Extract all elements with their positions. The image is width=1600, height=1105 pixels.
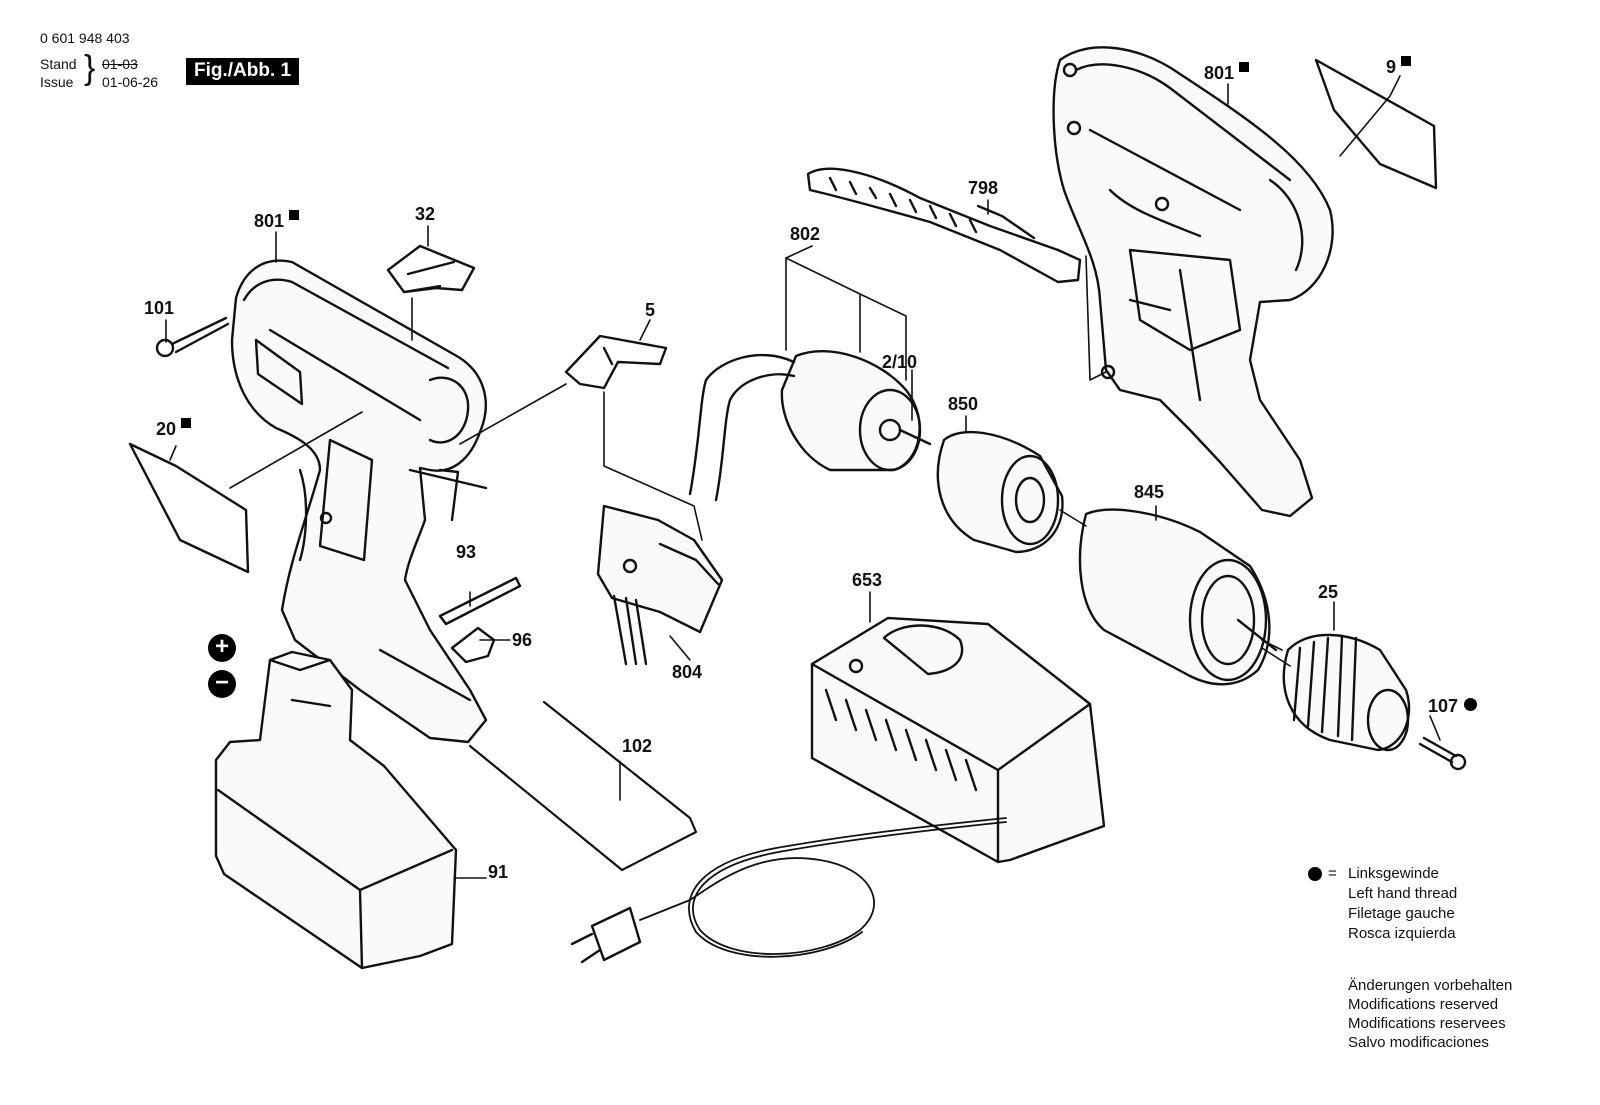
old-date: 01-03 (102, 56, 138, 72)
callout-850: 850 (948, 394, 979, 414)
callout-91: 91 (488, 862, 509, 882)
legend-line: Linksgewinde (1348, 865, 1439, 882)
clip-96 (450, 626, 496, 664)
plus-terminal-icon: + (208, 634, 236, 662)
nameplate-20 (128, 442, 250, 574)
left-hand-thread-legend: = Linksgewinde Left hand thread Filetage… (1308, 864, 1458, 944)
legend-line: Filetage gauche (1348, 905, 1455, 922)
square-marker-icon (181, 418, 192, 428)
callout-2-10: 2/10 (882, 352, 918, 372)
cap-32 (386, 244, 476, 294)
callout-102: 102 (622, 736, 653, 756)
nameplate-9 (1314, 58, 1438, 190)
screw-101 (155, 316, 230, 358)
belt-clip-798 (806, 167, 1082, 284)
callout-93: 93 (456, 542, 477, 562)
callout-32: 32 (415, 204, 436, 224)
notice-line: Salvo modificaciones (1348, 1034, 1489, 1051)
part-number: 0 601 948 403 (40, 30, 130, 46)
notice-line: Modifications reserved (1348, 996, 1499, 1013)
legend-line: Rosca izquierda (1348, 925, 1456, 942)
gearbox-845 (1078, 508, 1278, 686)
modifications-notice: Änderungen vorbehalten Modifications res… (1348, 976, 1512, 1052)
callout-804: 804 (672, 662, 703, 682)
brace-glyph: } (84, 49, 96, 87)
motor-802 (688, 349, 932, 502)
gear-housing-850 (936, 430, 1064, 554)
screw-107 (1418, 736, 1467, 771)
power-cord (639, 817, 1007, 958)
battery-91 (214, 650, 458, 970)
switch-804 (596, 504, 724, 666)
figure-tag: Fig./Abb. 1 (186, 58, 300, 85)
legend-line: Left hand thread (1348, 885, 1458, 902)
callout-9: 9 (1386, 56, 1412, 77)
callout-96: 96 (512, 630, 533, 650)
callout-5: 5 (645, 300, 656, 320)
callout-20: 20 (156, 418, 192, 439)
dot-marker-icon (1308, 867, 1322, 881)
new-date: 01-06-26 (102, 74, 159, 90)
housing-half-left (230, 259, 488, 744)
housing-half-right (1052, 46, 1334, 518)
callout-801-left: 801 (254, 210, 300, 231)
callout-101: 101 (144, 298, 175, 318)
minus-terminal-icon: − (208, 670, 236, 698)
dot-marker-icon (1464, 698, 1478, 711)
square-marker-icon (289, 210, 300, 220)
notice-line: Änderungen vorbehalten (1348, 977, 1513, 994)
callout-802: 802 (790, 224, 821, 244)
issue-label: Issue (40, 74, 74, 90)
charger-653 (810, 616, 1106, 864)
square-marker-icon (1401, 56, 1412, 66)
callout-798: 798 (968, 178, 999, 198)
slider-5 (564, 334, 668, 390)
chuck-25 (1282, 633, 1411, 752)
power-plug (570, 906, 642, 964)
bit-93 (438, 576, 522, 626)
legend-equals: = (1328, 865, 1337, 882)
leader-lines (165, 75, 1441, 879)
square-marker-icon (1239, 62, 1250, 72)
callout-845: 845 (1134, 482, 1165, 502)
callout-801-right: 801 (1204, 62, 1250, 83)
callout-653: 653 (852, 570, 883, 590)
notice-line: Modifications reservees (1348, 1015, 1506, 1032)
callout-25: 25 (1318, 582, 1339, 602)
pin-102 (468, 700, 698, 872)
stand-label: Stand (40, 56, 77, 72)
callout-107: 107 (1428, 696, 1478, 716)
